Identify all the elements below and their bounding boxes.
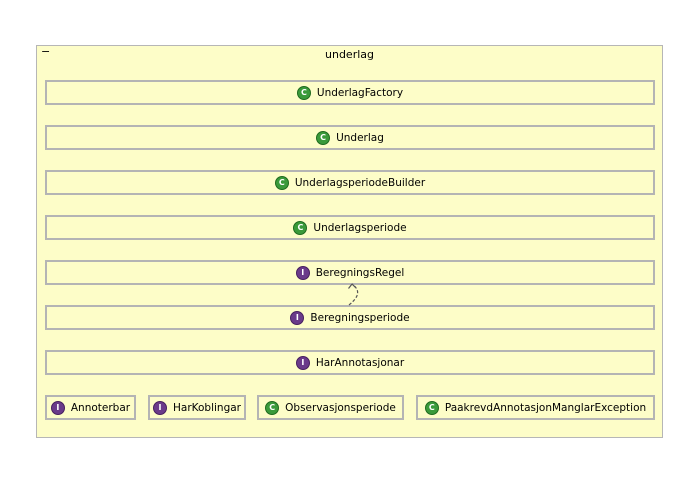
node-label: UnderlagFactory — [316, 86, 404, 99]
interface-icon: I — [152, 400, 167, 415]
collapse-toggle[interactable]: − — [41, 45, 51, 58]
class-icon: C — [316, 130, 331, 145]
class-node-underlagsperiodebuilder[interactable]: C UnderlagsperiodeBuilder — [45, 170, 655, 195]
class-icon: C — [274, 175, 289, 190]
node-label: Beregningsperiode — [310, 311, 410, 324]
interface-icon: I — [295, 265, 310, 280]
class-icon: C — [293, 220, 308, 235]
interface-icon: I — [50, 400, 65, 415]
node-label: BeregningsRegel — [315, 266, 405, 279]
node-label: Annoterbar — [70, 401, 131, 414]
class-node-underlag[interactable]: C Underlag — [45, 125, 655, 150]
interface-icon: I — [290, 310, 305, 325]
interface-node-harkoblingar[interactable]: I HarKoblingar — [148, 395, 246, 420]
interface-node-beregningsregel[interactable]: I BeregningsRegel — [45, 260, 655, 285]
class-node-paakrevdannotasjonmanglarexception[interactable]: C PaakrevdAnnotasjonManglarException — [416, 395, 655, 420]
class-icon: C — [265, 400, 280, 415]
node-label: HarKoblingar — [172, 401, 241, 414]
node-label: UnderlagsperiodeBuilder — [294, 176, 426, 189]
node-label: HarAnnotasjonar — [315, 356, 405, 369]
class-icon: C — [424, 400, 439, 415]
node-label: Underlag — [336, 131, 384, 144]
package-title: underlag — [325, 48, 374, 61]
interface-node-harannotasjonar[interactable]: I HarAnnotasjonar — [45, 350, 655, 375]
interface-icon: I — [295, 355, 310, 370]
class-node-observasjonsperiode[interactable]: C Observasjonsperiode — [257, 395, 404, 420]
node-label: Underlagsperiode — [313, 221, 407, 234]
class-node-underlagsperiode[interactable]: C Underlagsperiode — [45, 215, 655, 240]
class-icon: C — [296, 85, 311, 100]
class-node-underlagfactory[interactable]: C UnderlagFactory — [45, 80, 655, 105]
node-label: PaakrevdAnnotasjonManglarException — [444, 401, 647, 414]
node-label: Observasjonsperiode — [285, 401, 396, 414]
interface-node-annoterbar[interactable]: I Annoterbar — [45, 395, 136, 420]
interface-node-beregningsperiode[interactable]: I Beregningsperiode — [45, 305, 655, 330]
